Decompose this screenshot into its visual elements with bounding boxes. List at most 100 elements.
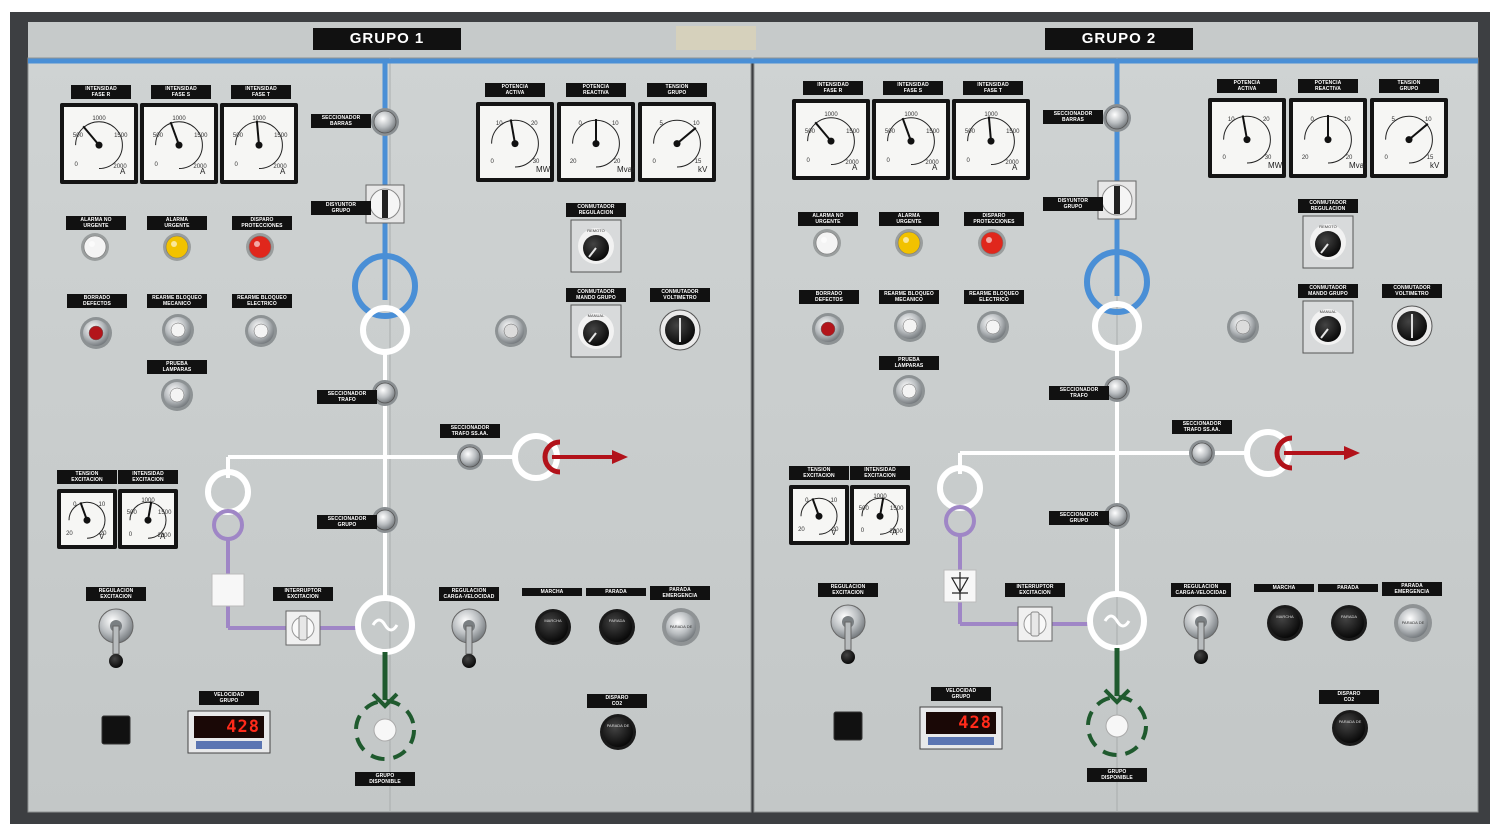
- voltage-meter-tick-label: 15: [694, 158, 702, 165]
- excitation-voltmeter-arc: [68, 501, 106, 539]
- label-rearme-mecanico: REARME BLOQUEO MECANICO: [147, 294, 207, 308]
- active-power-meter-unit: MW: [536, 165, 551, 174]
- ammeter-phase-t-needle: [987, 116, 992, 142]
- conmutador-regulacion-switch-caption: REMOTO: [1319, 224, 1337, 229]
- label-disparo-protecciones: DISPARO PROTECCIONES: [232, 216, 292, 230]
- excitation-ammeter-tick-label: 1000: [873, 493, 887, 500]
- ammeter-phase-s-tick-label: 1500: [194, 133, 208, 139]
- seccionador-barras-knob[interactable]: [373, 110, 397, 134]
- ammeter-phase-t-unit: A: [280, 167, 286, 176]
- parada-button[interactable]: [1334, 608, 1364, 638]
- label-seccionador-trafo-ssaa: SECCIONADOR TRAFO SS.AA.: [440, 424, 500, 438]
- speed-indicator-keys: [196, 741, 262, 749]
- voltage-meter-pivot: [1405, 136, 1413, 144]
- excitation-voltmeter-tick-label: 10: [830, 498, 838, 505]
- rearme-electrico-button[interactable]: [253, 323, 269, 339]
- label-marcha: MARCHA: [522, 588, 582, 596]
- seccionador-trafo-ssaa-knob[interactable]: [1191, 442, 1213, 464]
- seccionador-trafo-ssaa-knob[interactable]: [459, 446, 481, 468]
- key-switch[interactable]: [503, 323, 519, 339]
- disparo-co2-button-caption: PARADA DE: [606, 723, 630, 728]
- ammeter-phase-s-tick-label: 500: [884, 129, 895, 135]
- excitation-ammeter-tick-label: 2000: [889, 529, 903, 536]
- interruptor-excitacion-handle[interactable]: [298, 615, 308, 641]
- label-disyuntor-grupo: DISYUNTOR GRUPO: [1043, 197, 1103, 211]
- reactive-power-meter-arc: [572, 119, 620, 168]
- marcha-button[interactable]: [538, 612, 568, 642]
- seccionador-grupo-knob[interactable]: [1106, 505, 1128, 527]
- regulacion-carga-toggle-stem: [465, 625, 473, 655]
- disparo-co2-button[interactable]: [1335, 713, 1365, 743]
- auxiliary-black-button[interactable]: [101, 715, 131, 745]
- reactive-power-meter-unit: Mvar: [1349, 161, 1367, 170]
- excitation-ammeter-tick-label: 0: [128, 532, 133, 539]
- seccionador-trafo-knob[interactable]: [374, 382, 396, 404]
- reactive-power-meter-pivot: [1324, 136, 1332, 144]
- prueba-lamparas-button[interactable]: [901, 383, 917, 399]
- excitation-ammeter-pivot: [144, 516, 152, 524]
- label-potencia-activa: POTENCIA ACTIVA: [1217, 79, 1277, 93]
- borrado-defectos-button[interactable]: [820, 321, 836, 337]
- rearme-electrico-button[interactable]: [985, 319, 1001, 335]
- generator-symbol-sine: [1103, 614, 1131, 628]
- ammeter-phase-r-tick-label: 2000: [845, 159, 859, 166]
- parada-emergencia-button[interactable]: [1398, 608, 1428, 638]
- active-power-meter-pivot: [1243, 136, 1251, 144]
- regulacion-carga-toggle-lever[interactable]: [462, 654, 476, 668]
- ammeter-phase-t-tick-label: 1000: [252, 115, 266, 122]
- borrado-defectos-button[interactable]: [88, 325, 104, 341]
- parada-emergencia-button[interactable]: [666, 612, 696, 642]
- regulacion-excitacion-toggle-lever[interactable]: [109, 654, 123, 668]
- prueba-lamparas-button[interactable]: [169, 387, 185, 403]
- active-power-meter-tick-label: 30: [532, 158, 540, 165]
- marcha-button-caption: MARCHA: [1276, 614, 1294, 619]
- label-regulacion-excitacion: REGULACION EXCITACION: [818, 583, 878, 597]
- label-tension-excitacion: TENSION EXCITACION: [57, 470, 117, 484]
- ammeter-phase-r-unit: A: [120, 167, 126, 176]
- key-switch[interactable]: [1235, 319, 1251, 335]
- label-conmutador-regulacion: CONMUTADOR REGULACION: [1298, 199, 1358, 213]
- label-potencia-reactiva: POTENCIA REACTIVA: [566, 83, 626, 97]
- reactive-power-meter-tick-label: 0: [578, 120, 582, 127]
- regulacion-excitacion-toggle-lever[interactable]: [841, 650, 855, 664]
- excitation-ammeter-tick-label: 1500: [158, 510, 172, 517]
- reactive-power-meter-unit: Mvar: [617, 165, 635, 174]
- regulacion-carga-toggle-lever[interactable]: [1194, 650, 1208, 664]
- voltage-meter-pivot: [673, 140, 681, 148]
- lamp-alarma-urgente: [897, 231, 921, 255]
- disparo-co2-button[interactable]: [603, 717, 633, 747]
- ammeter-phase-t-tick-label: 0: [966, 158, 970, 165]
- excitation-voltmeter-tick-label: 20: [798, 526, 805, 533]
- label-seccionador-barras: SECCIONADOR BARRAS: [311, 114, 371, 128]
- parada-button[interactable]: [602, 612, 632, 642]
- label-alarma-urgente: ALARMA URGENTE: [879, 212, 939, 226]
- seccionador-barras-knob[interactable]: [1105, 106, 1129, 130]
- lamp-alarma-no-urgente-glare: [821, 237, 827, 243]
- active-power-meter-needle: [1241, 115, 1248, 140]
- reactive-power-meter-tick-label: 0: [1310, 116, 1314, 123]
- ammeter-phase-t-tick-label: 1500: [274, 133, 288, 139]
- label-intensidad-fase-s: INTENSIDAD FASE S: [883, 81, 943, 95]
- marcha-button[interactable]: [1270, 608, 1300, 638]
- seccionador-grupo-knob[interactable]: [374, 509, 396, 531]
- rearme-mecanico-button[interactable]: [170, 322, 186, 338]
- lamp-disparo-protecciones-glare: [254, 241, 260, 247]
- label-alarma-no-urgente: ALARMA NO URGENTE: [798, 212, 858, 226]
- label-intensidad-excitacion: INTENSIDAD EXCITACION: [850, 466, 910, 480]
- auxiliary-black-button[interactable]: [833, 711, 863, 741]
- ammeter-phase-r-needle: [814, 121, 832, 142]
- label-borrado-defectos: BORRADO DEFECTOS: [67, 294, 127, 308]
- lamp-grupo-disponible: [1105, 714, 1129, 738]
- active-power-meter-tick-label: 10: [1227, 116, 1235, 123]
- voltage-meter-arc: [1385, 115, 1433, 164]
- disyuntor-handle: [1114, 186, 1120, 214]
- interruptor-excitacion-handle[interactable]: [1030, 611, 1040, 637]
- active-power-meter-tick-label: 20: [530, 120, 538, 127]
- conmutador-mando-grupo-switch-pointer: [588, 332, 597, 343]
- rearme-mecanico-button[interactable]: [902, 318, 918, 334]
- seccionador-trafo-knob[interactable]: [1106, 378, 1128, 400]
- label-tension-grupo: TENSION GRUPO: [1379, 79, 1439, 93]
- label-intensidad-fase-r: INTENSIDAD FASE R: [71, 85, 131, 99]
- ammeter-phase-r-tick-label: 1500: [114, 133, 128, 139]
